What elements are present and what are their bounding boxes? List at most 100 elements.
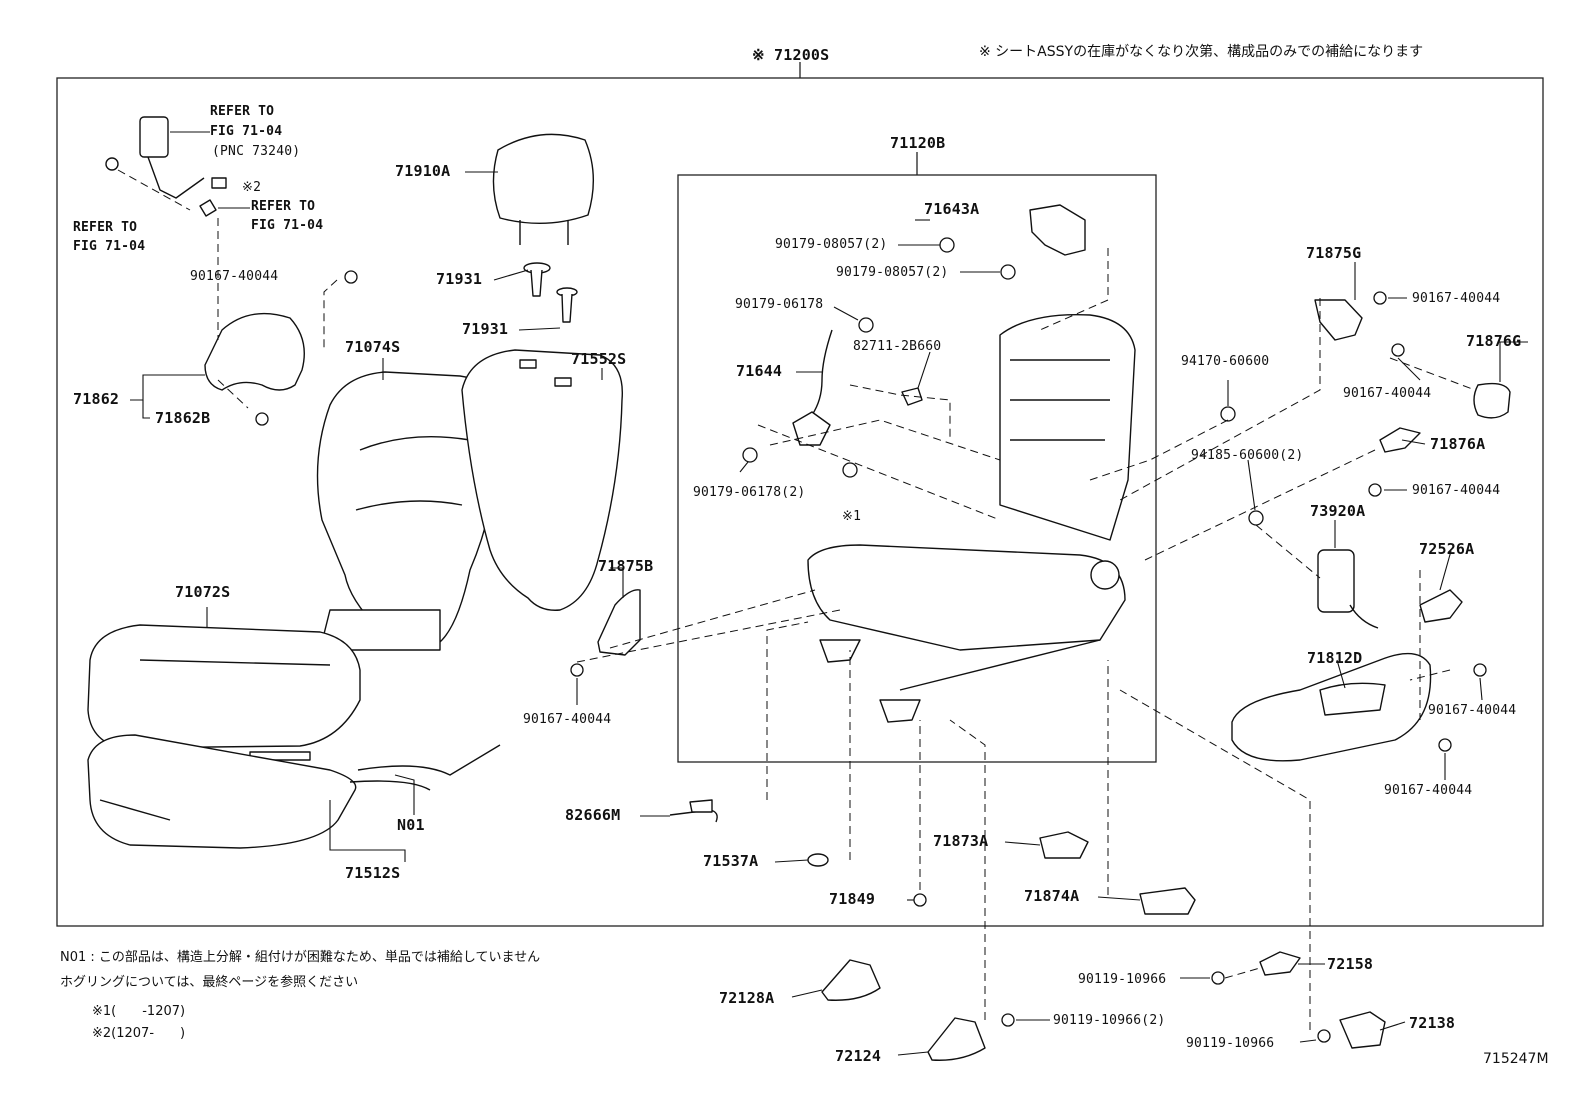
label-72124: 72124 xyxy=(835,1047,882,1065)
anchor-ref-line2: FIG 71-04 xyxy=(251,218,324,233)
label-90167-40044-f: 90167-40044 xyxy=(1428,703,1517,718)
label-71931-lower: 71931 xyxy=(462,320,509,338)
footnote-mark-2: ※2(1207- ) xyxy=(92,1026,186,1041)
label-71072S: 71072S xyxy=(175,583,231,601)
bracket-72138-drawing xyxy=(1339,1011,1386,1049)
lever-knob-drawing xyxy=(1419,589,1463,623)
label-71812D: 71812D xyxy=(1307,649,1363,667)
label-mark-1: ※1 xyxy=(842,509,862,524)
wire-82666M-drawing xyxy=(669,799,718,823)
seat-belt-buckle-drawing xyxy=(105,116,227,217)
footnote-n01: N01 : この部品は、構造上分解・組付けが困難なため、単品では補給していません xyxy=(60,950,541,965)
seat-frame-drawing xyxy=(807,313,1136,723)
bracket-71876A-drawing xyxy=(1379,427,1421,453)
label-71537A: 71537A xyxy=(703,852,759,870)
label-71849: 71849 xyxy=(829,890,876,908)
nut-icon xyxy=(842,462,858,478)
supply-note: ※ シートASSYの在庫がなくなり次第、構成品のみでの補給になります xyxy=(979,44,1424,60)
label-90179-08057-b: 90179-08057(2) xyxy=(836,265,949,280)
bolt-icon xyxy=(1373,291,1387,305)
frame-box-title: 71120B xyxy=(890,134,946,152)
label-72158: 72158 xyxy=(1327,955,1374,973)
label-94185-60600: 94185-60600(2) xyxy=(1191,448,1304,463)
bolt-icon xyxy=(1211,971,1225,985)
footnote-hog-ring: ホグリングについては、最終ページを参照ください xyxy=(60,975,359,990)
bracket-72158-drawing xyxy=(1259,951,1301,976)
bracket-71875G-drawing xyxy=(1314,299,1363,341)
bracket-71875B-drawing xyxy=(597,589,641,656)
label-90167-40044-c: 90167-40044 xyxy=(1412,291,1501,306)
label-90167-40044-e: 90167-40044 xyxy=(1412,483,1501,498)
label-71862B: 71862B xyxy=(155,409,211,427)
label-90119-10966-c: 90119-10966 xyxy=(1186,1036,1275,1051)
airbag-module-drawing xyxy=(1317,549,1379,629)
figure-id: 715247M xyxy=(1483,1051,1549,1067)
belt-ref-line3: (PNC 73240) xyxy=(212,144,301,159)
label-71552S: 71552S xyxy=(571,350,627,368)
recliner-bracket-drawing xyxy=(1029,204,1086,256)
label-71874A: 71874A xyxy=(1024,887,1080,905)
bolt-icon xyxy=(1368,483,1382,497)
label-71876A: 71876A xyxy=(1430,435,1486,453)
label-71876G: 71876G xyxy=(1466,332,1522,350)
cover-71874A-drawing xyxy=(1139,887,1196,915)
label-90167-40044-g: 90167-40044 xyxy=(1384,783,1473,798)
seatback-pad-drawing xyxy=(461,349,624,611)
belt-ref-line2: FIG 71-04 xyxy=(210,124,283,139)
bolt-icon xyxy=(1001,1013,1015,1027)
bolt-icon xyxy=(255,412,269,426)
label-71910A: 71910A xyxy=(395,162,451,180)
label-N01: N01 xyxy=(397,816,425,834)
bolt-icon xyxy=(1438,738,1452,752)
nut-icon xyxy=(1248,510,1264,526)
cover-ref-line1: REFER TO xyxy=(73,220,138,235)
bolt-icon xyxy=(1391,343,1405,357)
cover-71873A-drawing xyxy=(1039,831,1089,859)
seat-shield-drawing xyxy=(1231,652,1432,762)
nut-icon xyxy=(1000,264,1016,280)
cover-ref-line2: FIG 71-04 xyxy=(73,239,146,254)
label-90119-10966-a: 90119-10966 xyxy=(1078,972,1167,987)
bolt-icon xyxy=(913,893,927,907)
label-90179-06178: 90179-06178 xyxy=(735,297,824,312)
label-73920A: 73920A xyxy=(1310,502,1366,520)
headrest-drawing xyxy=(492,133,595,245)
belt-ref-mark: ※2 xyxy=(242,180,262,195)
bolt-icon xyxy=(1317,1029,1331,1043)
label-71931-upper: 71931 xyxy=(436,270,483,288)
label-94170-60600: 94170-60600 xyxy=(1181,354,1270,369)
cover-72128A-drawing xyxy=(821,959,881,1001)
label-90179-08057-a: 90179-08057(2) xyxy=(775,237,888,252)
bolt-icon xyxy=(570,663,584,677)
label-82711-2B660: 82711-2B660 xyxy=(853,339,942,354)
seat-cushion-pad-drawing xyxy=(87,734,357,849)
side-cover-drawing xyxy=(204,312,305,391)
anchor-ref-line1: REFER TO xyxy=(251,199,316,214)
cap-71537A-drawing xyxy=(807,853,829,867)
cover-71876G-drawing xyxy=(1473,382,1511,419)
label-72138: 72138 xyxy=(1409,1014,1456,1032)
label-90167-40044-b: 90167-40044 xyxy=(523,712,612,727)
label-90167-40044-d: 90167-40044 xyxy=(1343,386,1432,401)
nut-icon xyxy=(939,237,955,253)
label-71512S: 71512S xyxy=(345,864,401,882)
label-71875G: 71875G xyxy=(1306,244,1362,262)
label-71644: 71644 xyxy=(736,362,783,380)
bolt-icon xyxy=(344,270,358,284)
label-71862: 71862 xyxy=(73,390,120,408)
label-71074S: 71074S xyxy=(345,338,401,356)
seat-cushion-cover-drawing xyxy=(87,624,361,761)
nut-icon xyxy=(1220,406,1236,422)
label-90119-10966-b: 90119-10966(2) xyxy=(1053,1013,1166,1028)
nut-icon xyxy=(858,317,874,333)
bolt-icon xyxy=(1473,663,1487,677)
label-90167-40044-a: 90167-40044 xyxy=(190,269,279,284)
nut-icon xyxy=(742,447,758,463)
label-71875B: 71875B xyxy=(598,557,654,575)
label-72526A: 72526A xyxy=(1419,540,1475,558)
cover-72124-drawing xyxy=(927,1017,986,1061)
clip-82711-drawing xyxy=(901,387,923,406)
footnote-mark-1: ※1( -1207) xyxy=(92,1004,186,1019)
label-71873A: 71873A xyxy=(933,832,989,850)
